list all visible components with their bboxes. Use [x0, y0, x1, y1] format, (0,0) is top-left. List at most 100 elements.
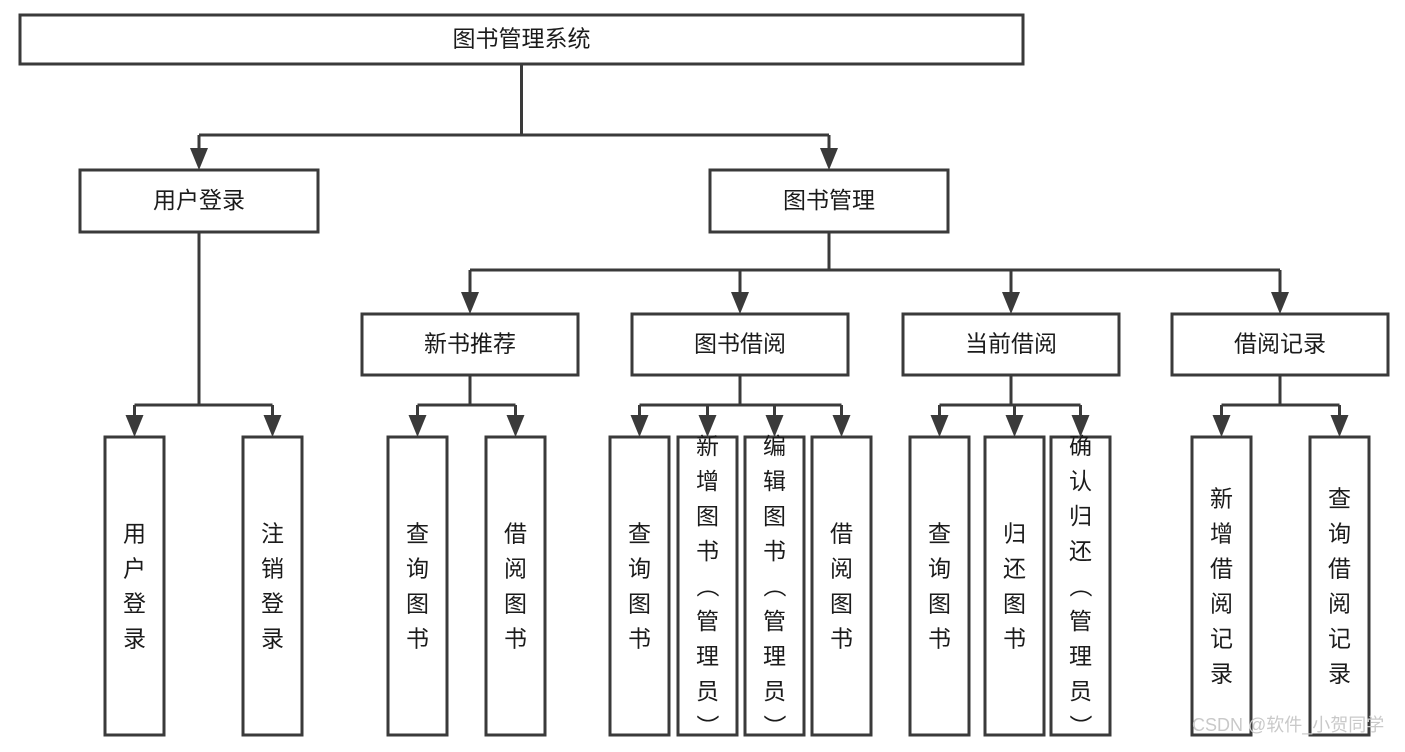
node-label-borrow-records: 借阅记录 [1234, 331, 1326, 357]
arrow-head-icon-leaf-query-book-current [930, 415, 949, 437]
arrow-head-icon-current-borrow [1002, 292, 1020, 314]
glyph: 询 [628, 556, 651, 582]
glyph: 阅 [1328, 591, 1351, 617]
glyph: 辑 [763, 468, 786, 494]
glyph: 图 [696, 503, 719, 529]
glyph: 询 [406, 556, 429, 582]
glyph: （ [762, 575, 788, 598]
node-box-leaf-query-book-recommend [386, 435, 449, 737]
glyph: 录 [123, 626, 146, 652]
node-user-login[interactable]: 用户登录 [78, 168, 320, 234]
glyph: 管 [696, 608, 719, 634]
node-leaf-user-login[interactable]: 用户登录 [103, 435, 166, 737]
glyph: 增 [1210, 521, 1233, 547]
glyph: 书 [763, 538, 786, 564]
glyph: 销 [261, 556, 284, 582]
node-box-leaf-query-book-borrow [608, 435, 671, 737]
node-box-borrow-records [1170, 312, 1390, 377]
arrow-head-icon-leaf-return-book [1005, 415, 1024, 437]
glyph: 图 [928, 591, 951, 617]
node-label-user-login: 用户登录 [153, 187, 245, 213]
glyph: 注 [261, 521, 284, 547]
node-root[interactable]: 图书管理系统 [18, 13, 1025, 66]
glyph: 图 [406, 591, 429, 617]
node-box-leaf-logout [241, 435, 304, 737]
glyph: 还 [1069, 538, 1092, 564]
glyph: 书 [830, 626, 853, 652]
glyph: 登 [261, 591, 284, 617]
node-book-borrow[interactable]: 图书借阅 [630, 312, 850, 377]
glyph: 编 [763, 433, 786, 459]
glyph: （ [1068, 575, 1094, 598]
node-box-leaf-borrow-book-recommend [484, 435, 547, 737]
node-box-leaf-add-borrow-record [1190, 435, 1253, 737]
node-box-leaf-edit-book-admin [743, 435, 806, 737]
node-new-book-recommend[interactable]: 新书推荐 [360, 312, 580, 377]
node-box-leaf-confirm-return-admin [1049, 435, 1112, 737]
node-box-current-borrow [901, 312, 1121, 377]
arrow-head-icon-leaf-confirm-return-admin [1071, 415, 1090, 437]
node-label-leaf-user-login: 用户登录 [123, 521, 146, 652]
arrow-head-icon-leaf-query-borrow-record [1330, 415, 1349, 437]
glyph: ） [695, 715, 721, 738]
glyph: 借 [830, 521, 853, 547]
node-box-leaf-add-book-admin [676, 435, 739, 737]
glyph: 书 [1003, 626, 1026, 652]
glyph: 书 [406, 626, 429, 652]
glyph: ） [762, 715, 788, 738]
glyph: 新 [696, 433, 719, 459]
arrow-head-icon-new-book-recommend [461, 292, 479, 314]
glyph: 户 [123, 556, 146, 582]
node-current-borrow[interactable]: 当前借阅 [901, 312, 1121, 377]
glyph: 录 [261, 626, 284, 652]
node-box-leaf-user-login [103, 435, 166, 737]
glyph: 员 [696, 678, 719, 704]
node-box-new-book-recommend [360, 312, 580, 377]
glyph: 员 [1069, 678, 1092, 704]
glyph: 管 [1069, 608, 1092, 634]
glyph: 询 [1328, 521, 1351, 547]
glyph: 图 [763, 503, 786, 529]
arrow-head-icon-leaf-add-book-admin [698, 415, 717, 437]
arrow-head-icon-user-login [190, 148, 208, 170]
arrow-head-icon-leaf-add-borrow-record [1212, 415, 1231, 437]
connector-layer [125, 64, 1349, 437]
glyph: 归 [1003, 521, 1026, 547]
node-label-book-borrow: 图书借阅 [694, 331, 786, 357]
node-borrow-records[interactable]: 借阅记录 [1170, 312, 1390, 377]
glyph: 归 [1069, 503, 1092, 529]
node-box-leaf-query-book-current [908, 435, 971, 737]
arrow-head-icon-leaf-user-login [125, 415, 144, 437]
node-book-management[interactable]: 图书管理 [708, 168, 950, 234]
glyph: 还 [1003, 556, 1026, 582]
arrow-head-icon-leaf-query-book-recommend [408, 415, 427, 437]
glyph: 查 [1328, 486, 1351, 512]
node-box-user-login [78, 168, 320, 234]
glyph: 认 [1069, 468, 1092, 494]
glyph: 图 [628, 591, 651, 617]
glyph: 阅 [830, 556, 853, 582]
glyph: 理 [696, 643, 719, 669]
glyph: 图 [1003, 591, 1026, 617]
